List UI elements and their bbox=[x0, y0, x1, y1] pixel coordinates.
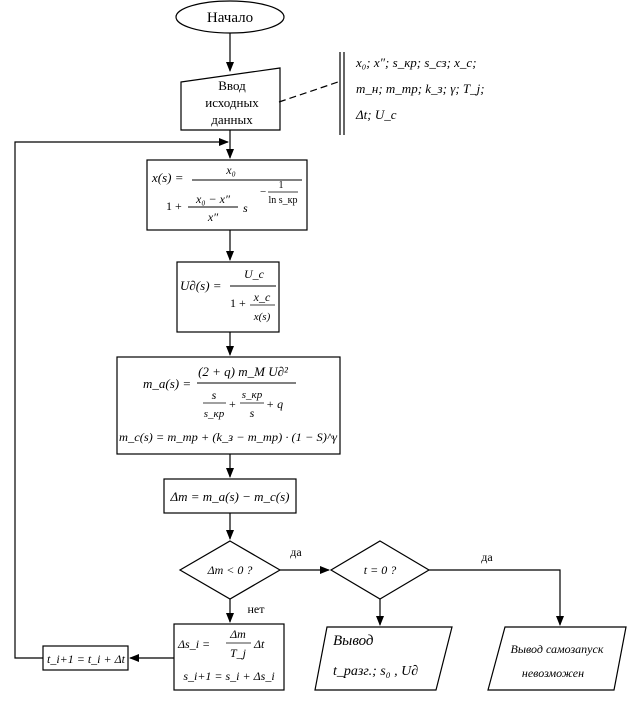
input-line-3: данных bbox=[211, 112, 253, 127]
svg-text:T_j: T_j bbox=[230, 646, 247, 660]
block-x-of-s bbox=[146, 159, 308, 231]
formula-t-update: t_i+1 = t_i + Δt bbox=[47, 652, 126, 666]
svg-text:s: s bbox=[212, 388, 217, 402]
param-line-3: Δt; U_c bbox=[355, 107, 397, 122]
formula-u-of-s: U∂(s) = U_c 1 + x_c x(s) bbox=[180, 267, 276, 323]
svg-text:+: + bbox=[229, 397, 236, 411]
svg-text:s_i+1 = s_i + Δs_i: s_i+1 = s_i + Δs_i bbox=[183, 669, 274, 683]
svg-text:x_c: x_c bbox=[253, 290, 271, 304]
output-no-restart bbox=[487, 626, 627, 691]
svg-text:s: s bbox=[250, 406, 255, 420]
input-line-1: Ввод bbox=[218, 78, 246, 93]
formula-delta-s: Δs_i = Δm T_j Δt s_i+1 = s_i + Δs_i bbox=[177, 627, 275, 683]
svg-text:Δm: Δm bbox=[229, 627, 246, 641]
input-line-2: исходных bbox=[205, 95, 259, 110]
svg-text:s_кр: s_кр bbox=[242, 389, 263, 401]
svg-text:1 +: 1 + bbox=[230, 296, 246, 310]
svg-text:x₀: x₀ bbox=[225, 163, 236, 177]
svg-text:U_c: U_c bbox=[244, 267, 265, 281]
formula-x-of-s: x(s) = x₀ 1 + x₀ − x″ x″ s − 1 ln s_кр bbox=[151, 163, 302, 224]
block-delta-s bbox=[173, 623, 285, 691]
output-no-restart-line-2: невозможен bbox=[522, 666, 584, 680]
output-result-title: Вывод bbox=[333, 633, 374, 649]
svg-text:+ q: + q bbox=[266, 397, 283, 411]
decision-delta-m-label: Δm < 0 ? bbox=[207, 563, 253, 577]
block-u-of-s bbox=[176, 261, 280, 333]
start-label: Начало bbox=[207, 10, 253, 26]
formula-delta-m: Δm = m_a(s) − m_c(s) bbox=[169, 489, 289, 504]
svg-text:x(s): x(s) bbox=[253, 311, 271, 323]
decision-t-zero-label: t = 0 ? bbox=[364, 563, 396, 577]
output-no-restart-line-1: Вывод самозапуск bbox=[511, 642, 604, 656]
svg-text:1: 1 bbox=[279, 180, 284, 191]
svg-text:x₀ − x″: x₀ − x″ bbox=[195, 192, 231, 206]
svg-text:U∂(s) =: U∂(s) = bbox=[180, 278, 222, 293]
svg-text:x″: x″ bbox=[207, 210, 219, 224]
block-t-update bbox=[42, 645, 129, 671]
svg-text:s: s bbox=[243, 201, 248, 215]
svg-text:1 +: 1 + bbox=[166, 199, 182, 213]
output-result bbox=[314, 626, 453, 691]
svg-text:Δs_i =: Δs_i = bbox=[177, 637, 210, 651]
svg-text:m_a(s) =: m_a(s) = bbox=[143, 376, 191, 391]
param-line-1: x₀; x″; s_кр; s_сз; x_c; bbox=[355, 55, 477, 70]
param-line-2: m_н; m_тр; k_з; γ; T_j; bbox=[356, 81, 485, 96]
decision-t-zero-yes: да bbox=[481, 550, 493, 564]
formula-m-of-s: m_a(s) = (2 + q) m_M U∂² s s_кр + s_кр s… bbox=[119, 364, 337, 444]
decision-delta-m-no: нет bbox=[248, 602, 266, 616]
svg-text:−: − bbox=[260, 186, 266, 198]
svg-text:s_кр: s_кр bbox=[204, 408, 225, 420]
svg-text:(2 + q) m_M U∂²: (2 + q) m_M U∂² bbox=[198, 364, 289, 379]
svg-text:m_c(s) = m_mp + (k_з − m_mp) ·: m_c(s) = m_mp + (k_з − m_mp) · (1 − S)^γ bbox=[119, 430, 337, 444]
decision-delta-m-yes: да bbox=[290, 545, 302, 559]
output-result-values: t_разг.; s₀ , U∂ bbox=[333, 664, 418, 679]
svg-text:x(s) =: x(s) = bbox=[151, 170, 184, 185]
block-m-of-s bbox=[116, 356, 341, 455]
svg-text:ln s_кр: ln s_кр bbox=[268, 195, 297, 206]
svg-text:Δt: Δt bbox=[253, 637, 265, 651]
input-block bbox=[180, 67, 281, 131]
